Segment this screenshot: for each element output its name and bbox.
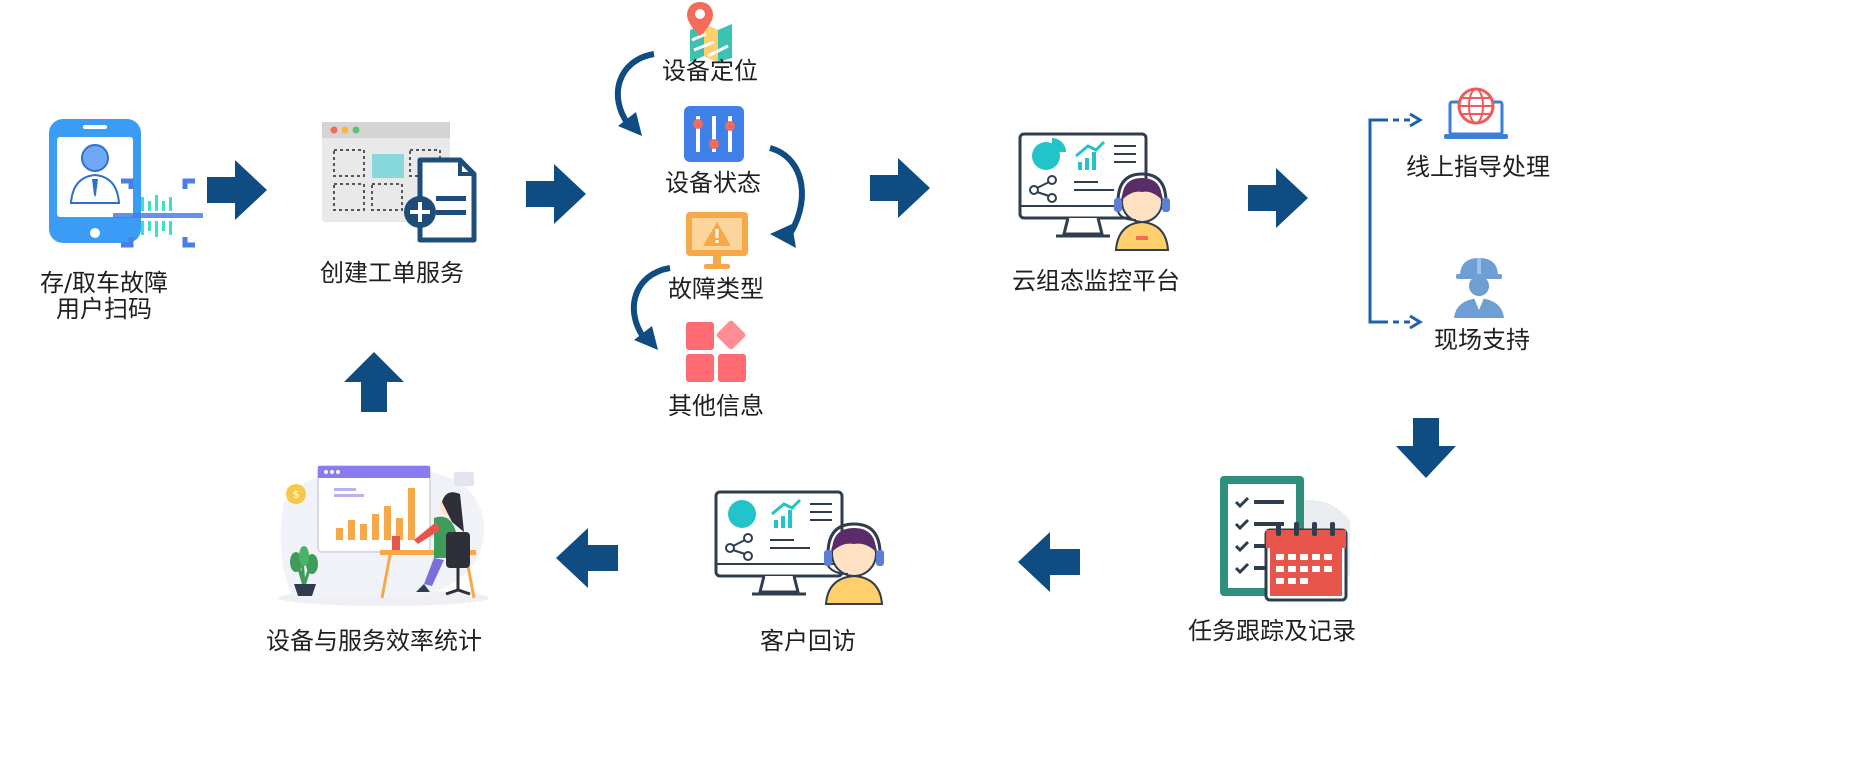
fault-type-label: 故障类型	[668, 275, 764, 303]
tiles-icon	[686, 320, 750, 384]
form-document-icon	[322, 120, 482, 245]
phone-scan-icon	[45, 115, 205, 260]
warning-monitor-icon	[686, 212, 748, 270]
scan-label-line1: 存/取车故障	[39, 269, 169, 297]
curved-arrow-1	[608, 48, 658, 140]
monitor-support-icon	[1018, 132, 1180, 252]
task-tracking-label: 任务跟踪及记录	[1188, 617, 1356, 645]
curved-arrow-3	[624, 262, 674, 354]
arrow-up	[344, 352, 404, 412]
clipboard-calendar-icon	[1218, 474, 1350, 604]
statistics-label: 设备与服务效率统计	[266, 627, 482, 655]
arrow-left-1	[1018, 532, 1080, 592]
scan-label-line2: 用户扫码	[56, 295, 152, 323]
svg-text:$: $	[293, 488, 300, 501]
branch-bracket	[1364, 112, 1426, 330]
platform-label: 云组态监控平台	[1012, 267, 1180, 295]
arrow-right-1	[207, 160, 269, 220]
other-info-label: 其他信息	[668, 392, 764, 420]
arrow-right-2	[526, 164, 588, 224]
analytics-person-icon: $	[274, 462, 488, 606]
arrow-right-3	[870, 158, 932, 218]
arrow-down	[1396, 418, 1456, 478]
arrow-left-2	[556, 528, 618, 588]
create-order-label: 创建工单服务	[320, 259, 464, 287]
curved-arrow-2	[766, 144, 812, 252]
status-label: 设备状态	[665, 169, 761, 197]
location-label: 设备定位	[662, 57, 758, 85]
revisit-label: 客户回访	[760, 627, 856, 655]
sliders-icon	[684, 106, 744, 162]
worker-icon	[1452, 256, 1506, 318]
globe-laptop-icon	[1444, 86, 1508, 142]
monitor-support-icon-2	[714, 490, 892, 606]
online-guidance-label: 线上指导处理	[1406, 153, 1550, 181]
onsite-support-label: 现场支持	[1434, 326, 1530, 354]
map-pin-icon	[684, 0, 736, 62]
arrow-right-4	[1248, 168, 1310, 228]
